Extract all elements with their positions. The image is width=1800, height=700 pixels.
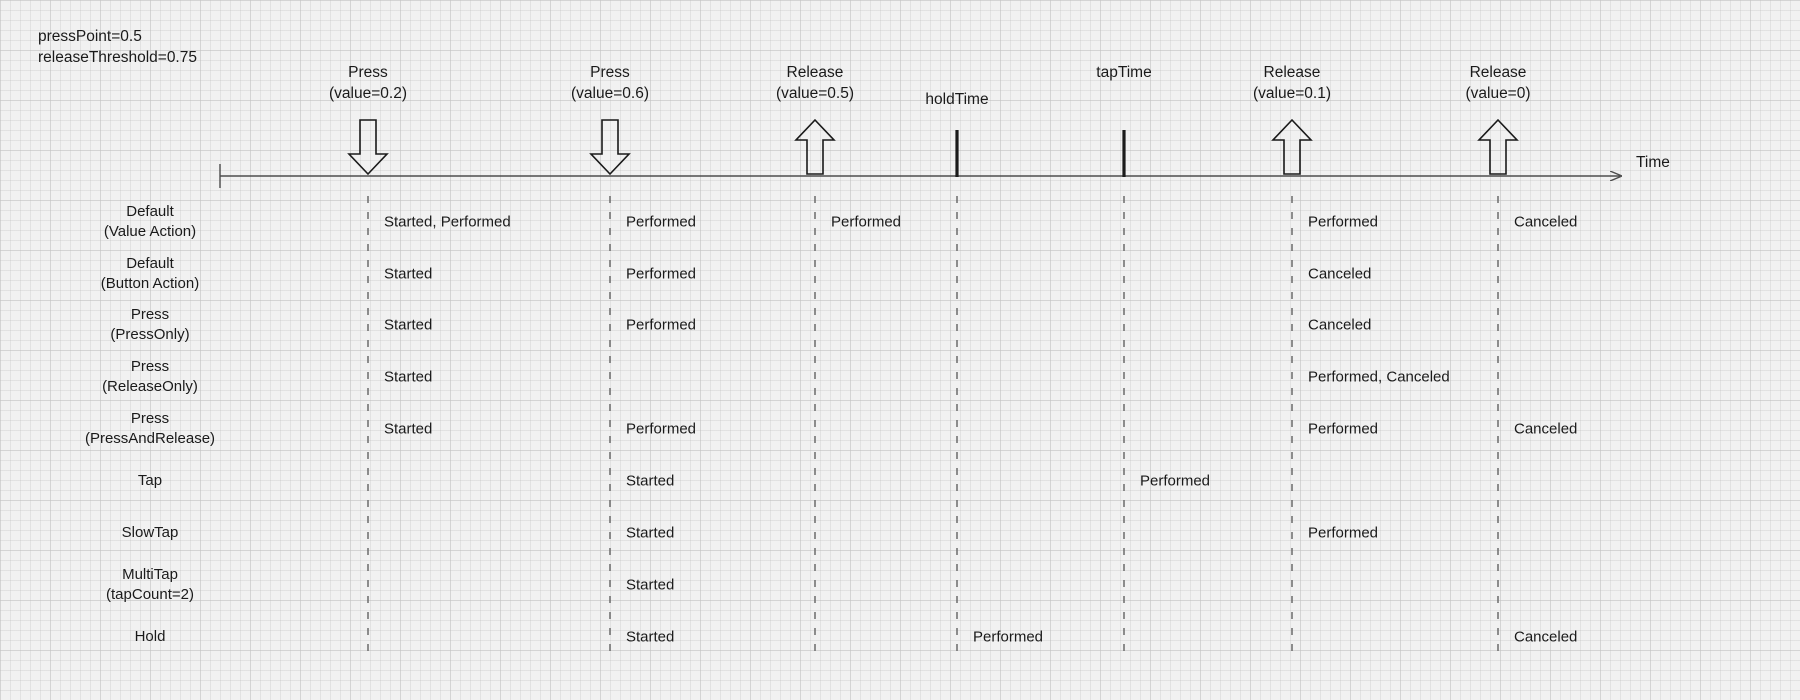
event-caption-taptime: tapTime xyxy=(1096,62,1151,83)
event-caption-press-06: Press (value=0.6) xyxy=(571,62,649,104)
cell-default-button-action-press-06: Performed xyxy=(626,265,697,283)
event-label-release-00: Release xyxy=(1469,64,1527,81)
parameter-note-line-1: releaseThreshold=0.75 xyxy=(38,49,197,66)
cell-press-releaseonly-press-02: Started xyxy=(384,368,433,386)
event-label-press-02: Press xyxy=(348,64,388,81)
cell-default-button-action-release-01: Canceled xyxy=(1308,265,1372,283)
event-sublabel-press-02: (value=0.2) xyxy=(329,85,407,102)
parameter-note-line-0: pressPoint=0.5 xyxy=(38,28,142,45)
row-label-title-press-pressonly: Press xyxy=(130,306,170,323)
row-label-tap: Tap xyxy=(138,471,162,491)
event-caption-holdtime: holdTime xyxy=(925,89,988,110)
cell-press-pressonly-press-06: Performed xyxy=(626,316,697,334)
row-label-sub-press-pressandrelease: (PressAndRelease) xyxy=(84,430,216,447)
event-label-press-06: Press xyxy=(590,64,630,81)
cell-press-releaseonly-release-01: Performed, Canceled xyxy=(1308,368,1450,386)
arrow-marker-release-00 xyxy=(1477,118,1519,175)
row-label-default-button-action: Default (Button Action) xyxy=(101,254,199,294)
row-label-press-releaseonly: Press (ReleaseOnly) xyxy=(102,357,198,397)
event-label-holdtime: holdTime xyxy=(925,91,989,108)
cell-multitap-press-06: Started xyxy=(626,576,675,594)
row-label-multitap: MultiTap (tapCount=2) xyxy=(106,565,194,605)
cell-default-value-action-release-00: Canceled xyxy=(1514,213,1578,231)
cell-press-pressandrelease-press-06: Performed xyxy=(626,420,697,438)
row-label-title-default-button-action: Default xyxy=(126,255,174,272)
axis-label-time: Time xyxy=(1636,154,1670,171)
row-label-title-hold: Hold xyxy=(134,628,166,645)
cell-tap-taptime: Performed xyxy=(1140,472,1211,490)
cell-default-value-action-press-06: Performed xyxy=(626,213,697,231)
row-label-title-press-pressandrelease: Press xyxy=(130,410,170,427)
cell-press-pressandrelease-press-02: Started xyxy=(384,420,433,438)
cell-press-pressandrelease-release-01: Performed xyxy=(1308,420,1379,438)
row-label-sub-multitap: (tapCount=2) xyxy=(106,586,194,603)
row-label-title-tap: Tap xyxy=(137,472,163,489)
event-label-release-01: Release xyxy=(1263,64,1321,81)
event-caption-release-05: Release (value=0.5) xyxy=(776,62,854,104)
cell-hold-release-00: Canceled xyxy=(1514,628,1578,646)
cell-hold-press-06: Started xyxy=(626,628,675,646)
cell-press-pressandrelease-release-00: Canceled xyxy=(1514,420,1578,438)
parameter-note: pressPoint=0.5 releaseThreshold=0.75 xyxy=(38,26,197,68)
cell-tap-press-06: Started xyxy=(626,472,675,490)
row-label-title-slowtap: SlowTap xyxy=(121,524,179,541)
arrow-marker-release-05 xyxy=(794,118,836,175)
event-caption-release-01: Release (value=0.1) xyxy=(1253,62,1331,104)
event-sublabel-press-06: (value=0.6) xyxy=(571,85,649,102)
cell-slowtap-release-01: Performed xyxy=(1308,524,1379,542)
cell-press-pressonly-press-02: Started xyxy=(384,316,433,334)
row-label-title-press-releaseonly: Press xyxy=(130,358,170,375)
event-caption-release-00: Release (value=0) xyxy=(1465,62,1530,104)
row-label-hold: Hold xyxy=(135,627,166,647)
event-sublabel-release-01: (value=0.1) xyxy=(1253,85,1331,102)
row-label-sub-default-value-action: (Value Action) xyxy=(103,223,197,240)
arrow-marker-press-06 xyxy=(589,119,631,176)
cell-slowtap-press-06: Started xyxy=(626,524,675,542)
cell-default-value-action-release-01: Performed xyxy=(1308,213,1379,231)
row-label-press-pressonly: Press (PressOnly) xyxy=(110,305,189,345)
row-label-sub-default-button-action: (Button Action) xyxy=(100,275,200,292)
cell-default-button-action-press-02: Started xyxy=(384,265,433,283)
event-sublabel-release-05: (value=0.5) xyxy=(776,85,854,102)
row-label-slowtap: SlowTap xyxy=(122,523,179,543)
arrow-marker-release-01 xyxy=(1271,118,1313,175)
event-label-taptime: tapTime xyxy=(1096,64,1152,81)
cell-default-value-action-release-05: Performed xyxy=(831,213,902,231)
arrow-marker-press-02 xyxy=(347,119,389,176)
cell-default-value-action-press-02: Started, Performed xyxy=(384,213,511,231)
cell-press-pressonly-release-01: Canceled xyxy=(1308,316,1372,334)
row-label-press-pressandrelease: Press (PressAndRelease) xyxy=(85,409,215,449)
row-label-sub-press-releaseonly: (ReleaseOnly) xyxy=(102,378,198,395)
event-caption-press-02: Press (value=0.2) xyxy=(329,62,407,104)
row-label-default-value-action: Default (Value Action) xyxy=(104,202,196,242)
row-label-title-default-value-action: Default xyxy=(126,203,174,220)
event-label-release-05: Release xyxy=(786,64,844,81)
cell-hold-holdtime: Performed xyxy=(973,628,1044,646)
event-sublabel-release-00: (value=0) xyxy=(1465,85,1531,102)
row-label-sub-press-pressonly: (PressOnly) xyxy=(110,326,190,343)
row-label-title-multitap: MultiTap xyxy=(122,566,178,583)
